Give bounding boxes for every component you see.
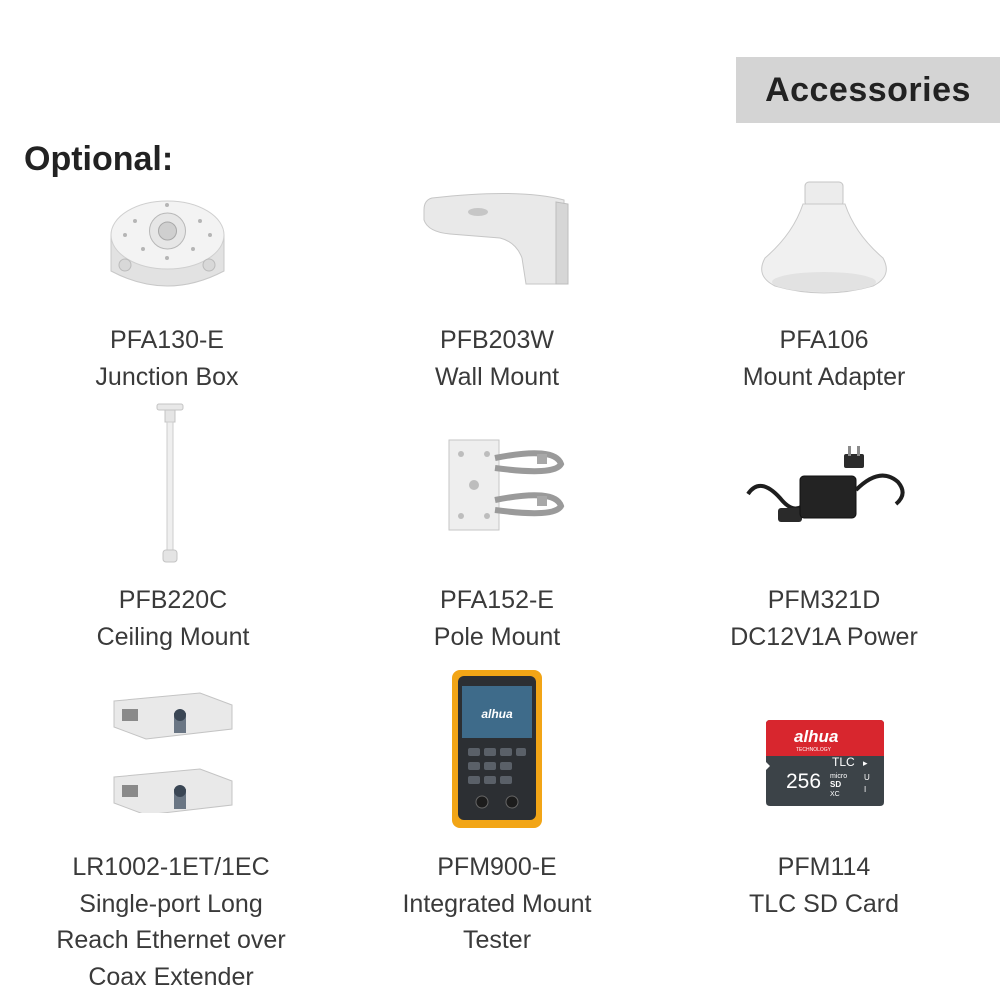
mount-tester-image: alhua bbox=[452, 670, 542, 828]
item-description: Pole Mount bbox=[433, 622, 561, 651]
item-model: PFM114 bbox=[777, 853, 871, 881]
item-description: Mount Adapter bbox=[742, 362, 906, 391]
item-model: PFM321D bbox=[767, 586, 881, 614]
tester-brand-text: alhua bbox=[481, 707, 513, 721]
power-adapter-image bbox=[746, 446, 905, 522]
item-description: TLC SD Card bbox=[748, 889, 900, 918]
card-sd-text: SD bbox=[830, 780, 841, 789]
item-description: DC12V1A Power bbox=[730, 622, 918, 651]
item-model: PFB220C bbox=[118, 586, 228, 614]
item-model: PFM900-E bbox=[437, 853, 557, 881]
item-description: Ceiling Mount bbox=[96, 622, 250, 651]
card-brand-text: alhua bbox=[794, 727, 838, 746]
item-description: Integrated Mount bbox=[402, 889, 592, 918]
item-caption-junction-box: PFA130-E Junction Box bbox=[37, 322, 297, 395]
card-brand-sub-text: TECHNOLOGY bbox=[796, 747, 832, 753]
item-description: Single-port Long bbox=[79, 889, 263, 918]
item-caption-coax-extender: LR1002-1ET/1EC Single-port Long Reach Et… bbox=[41, 849, 301, 995]
item-caption-power-adapter: PFM321D DC12V1A Power bbox=[694, 582, 954, 655]
item-model: LR1002-1ET/1EC bbox=[72, 853, 270, 881]
ceiling-mount-image bbox=[156, 403, 184, 563]
section-title: Optional: bbox=[24, 140, 174, 178]
coax-extender-image bbox=[113, 692, 233, 813]
wall-mount-image bbox=[423, 192, 569, 285]
item-description: Reach Ethernet over bbox=[56, 926, 286, 954]
item-caption-mount-adapter: PFA106 Mount Adapter bbox=[694, 322, 954, 395]
item-caption-mount-tester: PFM900-E Integrated Mount Tester bbox=[367, 849, 627, 959]
item-description: Wall Mount bbox=[434, 362, 560, 391]
item-description: Tester bbox=[462, 926, 532, 954]
item-caption-ceiling-mount: PFB220C Ceiling Mount bbox=[43, 582, 303, 655]
item-model: PFB203W bbox=[440, 326, 554, 354]
junction-box-image bbox=[110, 200, 225, 287]
item-caption-wall-mount: PFB203W Wall Mount bbox=[367, 322, 627, 395]
card-class-text: I bbox=[864, 785, 866, 794]
item-description: Junction Box bbox=[95, 362, 239, 391]
item-description: Coax Extender bbox=[88, 962, 254, 991]
sd-card-image: alhua TECHNOLOGY TLC ▸ 256 micro SD XC U… bbox=[766, 720, 884, 806]
item-model: PFA130-E bbox=[110, 326, 224, 354]
pole-mount-image bbox=[448, 439, 565, 531]
item-model: PFA152-E bbox=[440, 586, 554, 614]
item-caption-pole-mount: PFA152-E Pole Mount bbox=[367, 582, 627, 655]
accessories-header: Accessories bbox=[736, 57, 1000, 123]
card-type-text: TLC bbox=[832, 755, 855, 769]
card-xc-text: XC bbox=[830, 791, 840, 798]
svg-text:▸: ▸ bbox=[863, 758, 868, 768]
card-micro-text: micro bbox=[830, 773, 847, 780]
card-capacity-text: 256 bbox=[786, 770, 821, 793]
item-model: PFA106 bbox=[779, 326, 869, 354]
mount-adapter-image bbox=[761, 181, 887, 294]
card-speed-text: U bbox=[864, 773, 870, 782]
item-caption-sd-card: PFM114 TLC SD Card bbox=[694, 849, 954, 922]
